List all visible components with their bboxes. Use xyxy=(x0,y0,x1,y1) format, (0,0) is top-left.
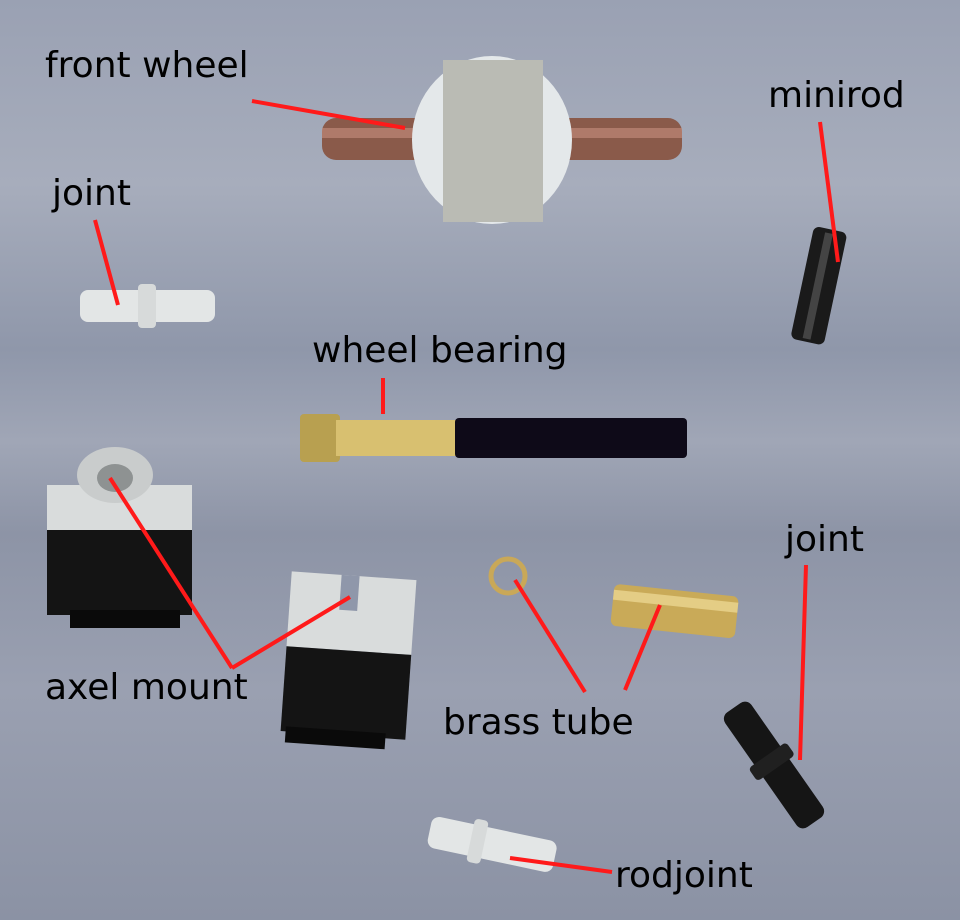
label-wheel-bearing: wheel bearing xyxy=(312,330,568,371)
label-joint-right: joint xyxy=(785,519,864,560)
label-joint-left: joint xyxy=(52,173,131,214)
joint-right-part xyxy=(723,701,825,829)
brass-tube-part xyxy=(610,584,739,638)
front-wheel-leader xyxy=(251,99,406,130)
label-front-wheel: front wheel xyxy=(45,45,249,86)
brass-tube-ring xyxy=(488,556,528,596)
front-wheel-part xyxy=(322,56,682,224)
wheel-bearing-part xyxy=(300,414,687,462)
label-rodjoint: rodjoint xyxy=(615,855,753,896)
label-brass-tube: brass tube xyxy=(443,702,634,743)
rodjoint-part xyxy=(427,816,557,872)
axel-mount-leader-2 xyxy=(230,595,352,670)
joint-left-leader xyxy=(93,219,120,306)
joint-left-part xyxy=(80,284,215,328)
label-minirod: minirod xyxy=(768,75,905,116)
axel-mount-part-right xyxy=(280,571,417,750)
minirod-part xyxy=(791,227,847,345)
joint-right-leader xyxy=(798,564,808,761)
brass-tube-leader-2 xyxy=(623,604,662,691)
minirod-leader xyxy=(818,121,840,263)
leader-lines xyxy=(93,99,840,874)
axel-mount-leader-1 xyxy=(108,476,234,670)
rodjoint-leader xyxy=(509,856,613,874)
brass-tube-leader-1 xyxy=(513,578,587,694)
axel-mount-part-left xyxy=(47,447,192,628)
label-axel-mount: axel mount xyxy=(45,667,248,708)
